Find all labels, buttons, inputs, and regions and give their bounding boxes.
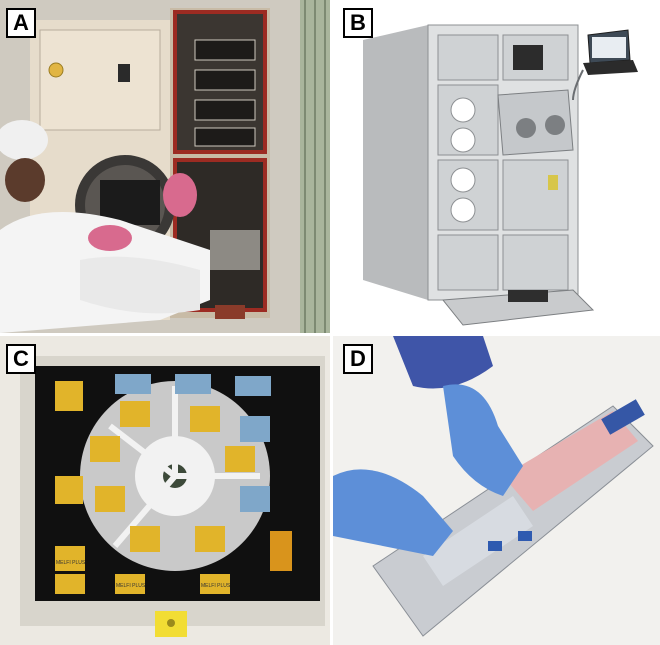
panel-a: A (0, 0, 330, 333)
panel-b: B (333, 0, 660, 333)
panel-a-label: A (6, 8, 36, 38)
panel-c-photo: MELFI PLUS MELFI PLUS MELFI PLUS (0, 336, 330, 645)
container-label: MELFI PLUS (56, 560, 86, 566)
panel-d-label: D (343, 344, 373, 374)
panel-d: D (333, 336, 660, 645)
panel-c: MELFI PLUS MELFI PLUS MELFI PLUS C (0, 336, 330, 645)
panel-b-illustration (333, 0, 660, 333)
panel-d-photo (333, 336, 660, 645)
container-label: MELFI PLUS (201, 583, 231, 589)
panel-a-photo (0, 0, 330, 333)
panel-b-label: B (343, 8, 373, 38)
panel-c-label: C (6, 344, 36, 374)
container-label: MELFI PLUS (116, 583, 146, 589)
